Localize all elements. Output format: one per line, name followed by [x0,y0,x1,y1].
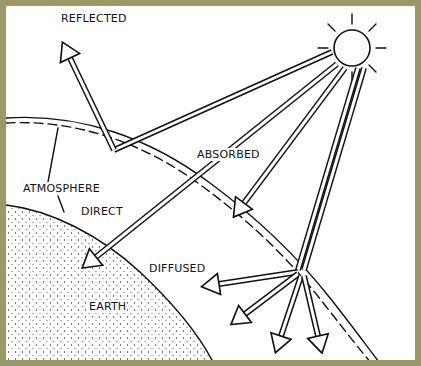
direct-ray [96,64,337,257]
radiation-label: DIRECT [80,205,124,218]
radiation-label: ATMOSPHERE [22,182,101,195]
drawing-area: REFLECTED ATMOSPHERE DIRECT ABSORBED DIFFUSE… [6,6,415,360]
radiation-label: DIFFUSED [148,262,206,275]
earth-edge [6,205,215,360]
leader-line [48,128,58,182]
radiation-label: REFLECTED [60,12,128,25]
atmosphere-line [6,123,374,360]
diffused-rays [219,68,364,336]
earth-surface [6,205,215,360]
leader-line [58,196,64,212]
radiation-label: EARTH [88,300,127,313]
radiation-label: ABSORBED [196,148,261,161]
sun [334,30,370,66]
atmosphere-line [6,117,382,360]
